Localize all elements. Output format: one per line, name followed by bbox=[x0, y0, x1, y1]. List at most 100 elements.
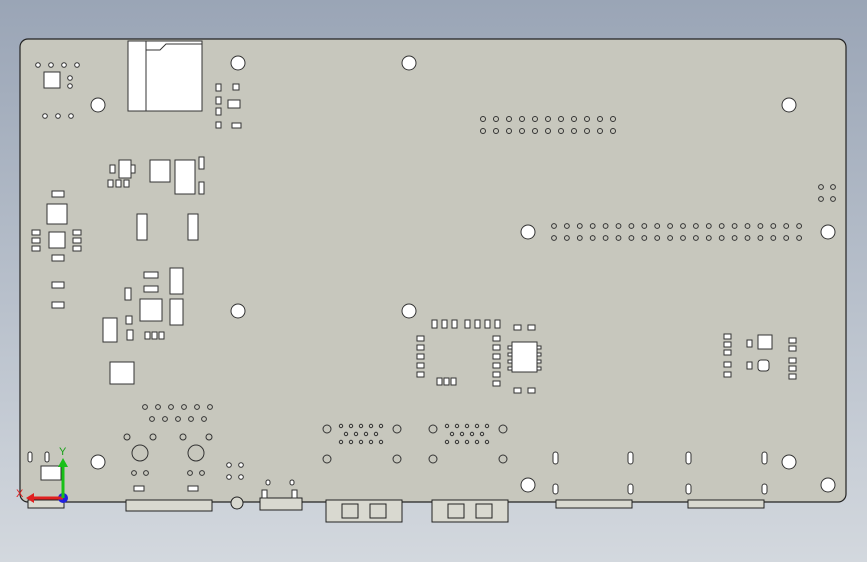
passive bbox=[492, 344, 501, 351]
header-right-small bbox=[818, 184, 836, 202]
header-pin bbox=[551, 223, 557, 229]
ic-lead bbox=[507, 366, 513, 371]
header-pin bbox=[610, 128, 616, 134]
connector-mount bbox=[498, 454, 508, 464]
passive bbox=[416, 335, 425, 342]
connector-pin bbox=[353, 431, 359, 437]
header-pin bbox=[571, 128, 577, 134]
connector-mount bbox=[392, 424, 402, 434]
jack-pin bbox=[181, 404, 187, 410]
jack-pin bbox=[199, 470, 205, 476]
header-pin bbox=[705, 223, 712, 229]
header-pin bbox=[506, 116, 512, 122]
jack-pin bbox=[187, 470, 193, 476]
connector-pin bbox=[479, 431, 485, 437]
jack-pin bbox=[149, 416, 155, 422]
header-pin bbox=[597, 128, 603, 134]
ic-lead bbox=[536, 359, 542, 364]
connector-pin bbox=[348, 423, 354, 429]
connector-pin bbox=[484, 439, 490, 445]
header-pin bbox=[705, 235, 712, 241]
header-pin bbox=[480, 116, 486, 122]
header-pin bbox=[693, 223, 699, 229]
passive bbox=[436, 377, 443, 386]
jack-pin bbox=[123, 433, 131, 441]
header-pin bbox=[493, 128, 499, 134]
header-pin bbox=[744, 235, 751, 241]
connector-pin bbox=[343, 431, 349, 437]
jack-pin bbox=[194, 404, 200, 410]
passive bbox=[416, 371, 425, 378]
jack-pin bbox=[162, 416, 168, 422]
header-pin bbox=[564, 223, 570, 229]
connector-pin bbox=[444, 423, 450, 429]
ic-lead bbox=[536, 345, 542, 350]
coordinate-triad: X Y bbox=[16, 446, 68, 503]
triad-x-label: X bbox=[16, 488, 24, 500]
connector-pin bbox=[444, 439, 450, 445]
header-pin bbox=[757, 223, 764, 229]
passive bbox=[492, 353, 501, 360]
passive bbox=[464, 319, 471, 329]
connector-pin bbox=[368, 439, 374, 445]
header-pin bbox=[654, 223, 661, 229]
ic-lead bbox=[536, 352, 542, 357]
mounting-holes bbox=[90, 55, 836, 493]
connector-pin bbox=[348, 439, 354, 445]
passive bbox=[484, 319, 491, 329]
connector-mount bbox=[428, 424, 438, 434]
header-pin bbox=[731, 235, 738, 241]
connector-pin bbox=[459, 431, 465, 437]
passive bbox=[450, 377, 457, 386]
passive bbox=[474, 319, 481, 329]
passive bbox=[492, 380, 501, 387]
connector-pin bbox=[363, 431, 369, 437]
jack-pin bbox=[175, 416, 181, 422]
connector-pin bbox=[338, 423, 344, 429]
passive bbox=[492, 335, 501, 342]
header-pin bbox=[584, 128, 590, 134]
header-pin bbox=[610, 116, 616, 122]
connector-mount bbox=[428, 454, 438, 464]
header-pin bbox=[597, 116, 603, 122]
header-pin bbox=[589, 235, 596, 241]
header-pin bbox=[532, 128, 538, 134]
connector-pin bbox=[469, 431, 475, 437]
soic-ic bbox=[511, 341, 538, 373]
header-pin bbox=[519, 128, 525, 134]
header-pin bbox=[796, 235, 802, 241]
connector-pin bbox=[474, 423, 480, 429]
passive bbox=[527, 324, 536, 331]
jack-pin bbox=[188, 416, 194, 422]
jack-pin bbox=[155, 404, 161, 410]
ic-lead bbox=[536, 366, 542, 371]
header-pin bbox=[519, 116, 525, 122]
header-pin bbox=[667, 223, 673, 229]
header-pin bbox=[770, 223, 777, 229]
jack-pin bbox=[131, 470, 137, 476]
passive bbox=[492, 362, 501, 369]
connector-pin bbox=[358, 439, 364, 445]
header-row-top bbox=[480, 116, 616, 134]
connector-pin bbox=[464, 423, 470, 429]
header-pin bbox=[783, 235, 790, 241]
header-row-mid bbox=[551, 223, 802, 241]
connector-pin bbox=[449, 431, 455, 437]
header-pin bbox=[589, 223, 596, 229]
passive bbox=[443, 377, 450, 386]
header-pin bbox=[602, 235, 609, 241]
header-pin bbox=[641, 223, 648, 229]
header-pin bbox=[693, 235, 699, 241]
header-pin bbox=[718, 235, 725, 241]
header-pin bbox=[506, 128, 512, 134]
jack-pin bbox=[149, 433, 157, 441]
header-pin bbox=[641, 235, 648, 241]
connector-pin bbox=[484, 423, 490, 429]
connector-pin bbox=[464, 439, 470, 445]
header-pin bbox=[744, 223, 751, 229]
audio-jack bbox=[187, 444, 205, 462]
bottom-connectors bbox=[27, 496, 765, 523]
jack-pin bbox=[143, 470, 149, 476]
header-pin bbox=[571, 116, 577, 122]
